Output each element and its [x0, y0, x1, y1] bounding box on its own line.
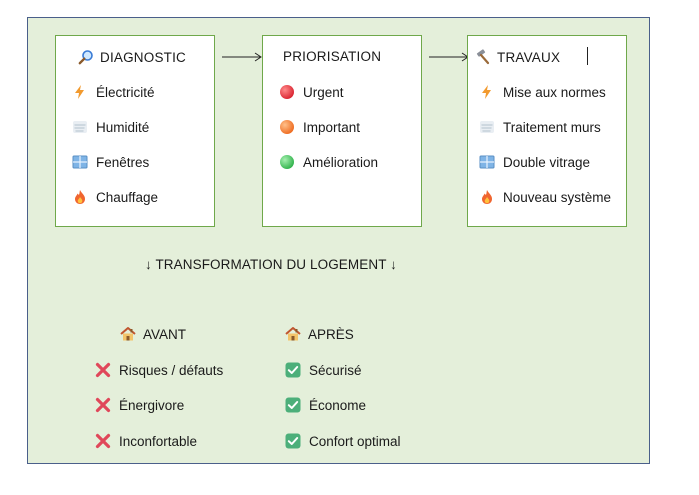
lightning-icon: [72, 84, 88, 100]
diagnostic-item: Électricité: [72, 84, 155, 100]
after-item-label: Économe: [309, 397, 367, 413]
window-icon: [72, 154, 88, 170]
cross-mark-icon: [95, 433, 111, 449]
priorisation-item-label: Amélioration: [303, 154, 379, 170]
travaux-box: TRAVAUX Mise aux normes Traitement murs …: [467, 35, 627, 227]
arrow-right-2: [429, 52, 469, 62]
diagnostic-item-label: Humidité: [96, 119, 150, 135]
fire-icon: [479, 189, 495, 205]
check-mark-icon: [285, 397, 301, 413]
travaux-item-label: Traitement murs: [503, 119, 601, 135]
before-item: Inconfortable: [95, 433, 197, 449]
before-item-label: Inconfortable: [119, 433, 198, 449]
after-item-label: Confort optimal: [309, 433, 401, 449]
travaux-item-label: Nouveau système: [503, 189, 612, 205]
priorisation-title-label: PRIORISATION: [283, 49, 382, 64]
before-item-label: Énergivore: [119, 397, 185, 413]
green-circle-icon: [279, 154, 295, 170]
travaux-title-label: TRAVAUX: [497, 49, 561, 65]
text-cursor: [587, 47, 588, 65]
travaux-item: Nouveau système: [479, 189, 611, 205]
red-circle-icon: [279, 84, 295, 100]
priorisation-item-label: Urgent: [303, 84, 344, 100]
fog-icon: [479, 119, 495, 135]
diagnostic-item-label: Chauffage: [96, 189, 159, 205]
fog-icon: [72, 119, 88, 135]
diagnostic-item: Humidité: [72, 119, 149, 135]
after-item-label: Sécurisé: [309, 362, 362, 378]
house-icon: [285, 326, 301, 342]
before-title: AVANT: [120, 326, 186, 342]
check-mark-icon: [285, 362, 301, 378]
after-item: Sécurisé: [285, 362, 362, 378]
after-title: APRÈS: [285, 326, 354, 342]
travaux-item-label: Mise aux normes: [503, 84, 606, 100]
magnifier-icon: [78, 49, 94, 65]
diagnostic-item: Fenêtres: [72, 154, 149, 170]
before-item: Risques / défauts: [95, 362, 223, 378]
diagnostic-item-label: Électricité: [96, 84, 155, 100]
house-icon: [120, 326, 136, 342]
priorisation-item: Urgent: [279, 84, 344, 100]
priorisation-title: PRIORISATION: [283, 49, 421, 64]
lightning-icon: [479, 84, 495, 100]
before-item-label: Risques / défauts: [119, 362, 224, 378]
travaux-item: Traitement murs: [479, 119, 601, 135]
travaux-item: Double vitrage: [479, 154, 590, 170]
diagnostic-title: DIAGNOSTIC: [78, 49, 214, 65]
diagnostic-title-label: DIAGNOSTIC: [100, 49, 187, 65]
cross-mark-icon: [95, 362, 111, 378]
diagnostic-box: DIAGNOSTIC Électricité Humidité Fenêtres…: [55, 35, 215, 227]
window-icon: [479, 154, 495, 170]
travaux-item-label: Double vitrage: [503, 154, 591, 170]
priorisation-item-label: Important: [303, 119, 361, 135]
priorisation-box: PRIORISATION Urgent Important Améliorati…: [262, 35, 422, 227]
fire-icon: [72, 189, 88, 205]
hammer-icon: [475, 49, 491, 65]
after-item: Économe: [285, 397, 366, 413]
after-item: Confort optimal: [285, 433, 401, 449]
diagnostic-item-label: Fenêtres: [96, 154, 150, 170]
priorisation-item: Important: [279, 119, 360, 135]
after-title-label: APRÈS: [308, 326, 354, 342]
travaux-item: Mise aux normes: [479, 84, 606, 100]
orange-circle-icon: [279, 119, 295, 135]
arrow-right-1: [222, 52, 262, 62]
before-title-label: AVANT: [143, 326, 187, 342]
priorisation-item: Amélioration: [279, 154, 378, 170]
before-item: Énergivore: [95, 397, 184, 413]
check-mark-icon: [285, 433, 301, 449]
transformation-label: ↓ TRANSFORMATION DU LOGEMENT ↓: [145, 257, 398, 272]
diagnostic-item: Chauffage: [72, 189, 158, 205]
travaux-title: TRAVAUX: [475, 49, 626, 65]
cross-mark-icon: [95, 397, 111, 413]
